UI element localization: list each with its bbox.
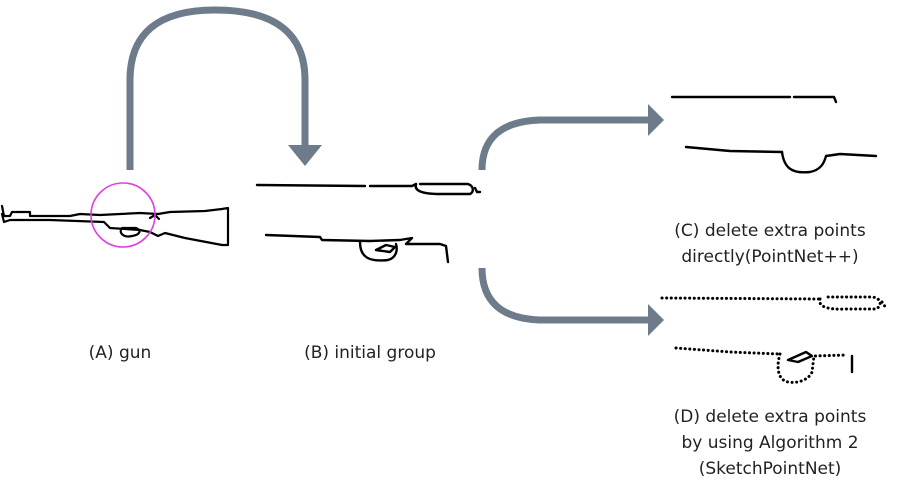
caption-sketchpointnet-line2: by using Algorithm 2 [681,433,859,453]
initial-group-sketch [255,182,482,264]
caption-initial-group-text: (B) initial group [304,343,436,363]
arrow-b-to-c [478,104,664,171]
sketchpointnet-result-sketch [660,295,888,384]
sketchpointnet-solid-details [786,350,854,374]
caption-initial-group: (B) initial group [270,340,470,366]
caption-sketchpointnet-line3: (SketchPointNet) [698,459,842,479]
caption-sketchpointnet-line1: (D) delete extra points [673,407,867,427]
gun-sketch [0,204,230,247]
caption-sketchpointnet: (D) delete extra points by using Algorit… [640,404,900,482]
arrow-a-to-b [126,6,322,170]
caption-gun: (A) gun [60,340,180,366]
caption-pointnet-line2: directly(PointNet++) [681,247,859,267]
caption-pointnet: (C) delete extra points directly(PointNe… [640,218,900,270]
highlight-circle [90,182,156,248]
arrow-b-to-d [478,267,664,336]
caption-pointnet-line1: (C) delete extra points [674,221,866,241]
caption-gun-text: (A) gun [88,343,152,363]
pointnet-result-sketch [670,95,878,174]
